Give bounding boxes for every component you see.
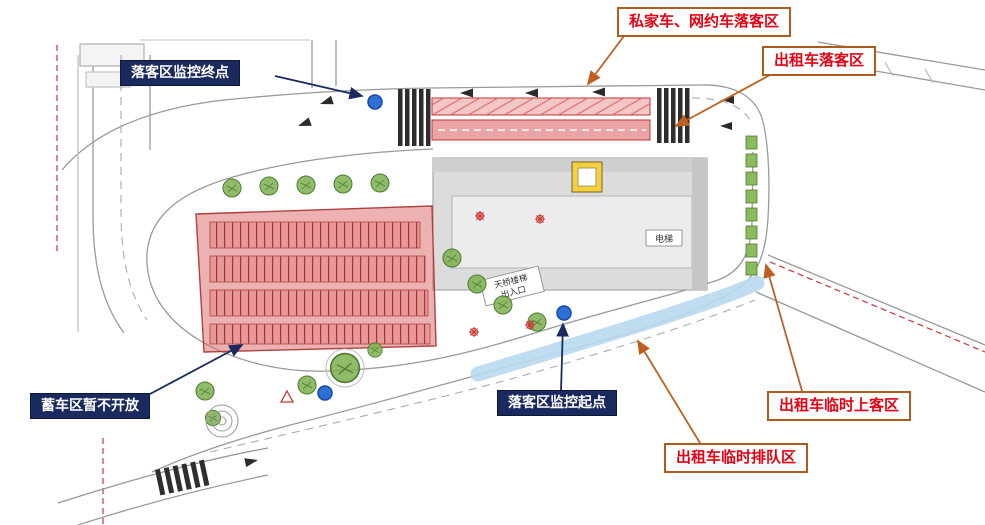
monitor-point-end xyxy=(367,94,383,110)
dropoff-lanes xyxy=(298,87,734,146)
trees xyxy=(195,173,547,427)
monitor-point-start xyxy=(556,305,572,321)
leader-taxi-queue xyxy=(637,339,701,444)
parking-staging-zone xyxy=(195,205,437,353)
callout-taxi-dropoff-label: 出租车落客区 xyxy=(774,51,865,69)
callout-holding-closed: 蓄车区暂不开放 xyxy=(30,393,150,420)
spiral-ramp xyxy=(205,404,239,438)
leader-monitor-start xyxy=(556,322,569,392)
leader-private-dropoff xyxy=(586,35,625,86)
callout-taxi-pickup: 出租车临时上客区 xyxy=(767,391,912,421)
hedge-row xyxy=(745,135,758,276)
callout-private-dropoff: 私家车、网约车落客区 xyxy=(617,7,792,37)
elevator-label: 电梯 xyxy=(645,229,683,247)
road-lane-dashes xyxy=(120,55,756,453)
bottom-road-arrow xyxy=(244,458,258,468)
leader-taxi-pickup xyxy=(763,263,803,392)
leader-monitor-end xyxy=(274,75,364,100)
leader-lines-navy xyxy=(149,75,569,395)
callout-taxi-pickup-label: 出租车临时上客区 xyxy=(779,396,900,414)
waterside-walkway xyxy=(470,275,765,382)
warning-triangle-icon xyxy=(279,389,295,403)
callout-taxi-dropoff: 出租车落客区 xyxy=(762,46,877,76)
crosswalk-top-left xyxy=(398,89,431,146)
terminal-building: 电梯 天桥楼梯 出入口 xyxy=(432,157,708,307)
callout-holding-closed-label: 蓄车区暂不开放 xyxy=(41,398,139,414)
callout-taxi-queue-label: 出租车临时排队区 xyxy=(676,448,797,466)
leader-taxi-dropoff xyxy=(674,74,771,127)
callout-private-dropoff-label: 私家车、网约车落客区 xyxy=(629,12,780,30)
boundary-dashes xyxy=(56,45,985,525)
footbridge-label: 天桥楼梯 出入口 xyxy=(479,265,545,307)
crosswalk-top-right xyxy=(657,88,690,143)
callout-monitor-start-label: 落客区监控起点 xyxy=(508,395,606,411)
leader-holding-closed xyxy=(149,344,244,395)
leader-lines-orange xyxy=(586,35,803,444)
callout-monitor-end-label: 落客区监控终点 xyxy=(131,65,229,81)
callout-taxi-queue: 出租车临时排队区 xyxy=(664,443,809,473)
callout-monitor-end: 落客区监控终点 xyxy=(120,60,240,87)
elevator-text: 电梯 xyxy=(655,233,673,245)
crosswalk-bottom-left xyxy=(155,459,210,496)
callout-monitor-start: 落客区监控起点 xyxy=(497,390,617,417)
monitor-point-aux xyxy=(317,385,333,401)
